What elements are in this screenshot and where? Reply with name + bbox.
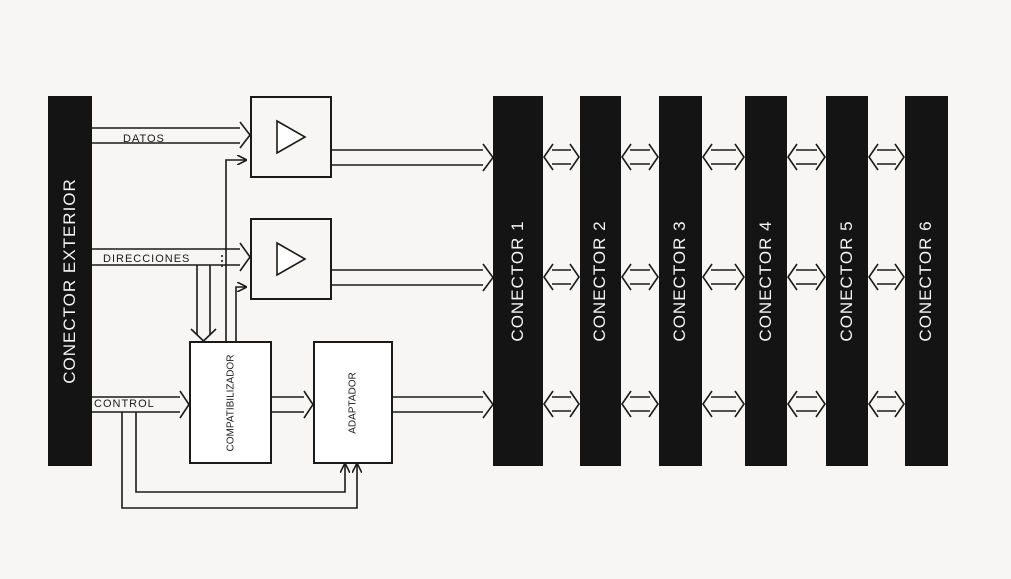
bus-link-4-5-row-3 [787, 390, 826, 418]
bus-link-5-6-row-3 [868, 390, 905, 418]
connector-3-label: CONECTOR 3 [670, 220, 689, 342]
connector-4: CONECTOR 4 [745, 96, 787, 466]
bus-link-2-3-row-3 [621, 390, 659, 418]
data-signal-label: DATOS [123, 133, 165, 145]
data-buffer [250, 96, 332, 178]
adapter-block: ADAPTADOR [313, 341, 393, 464]
bus-link-1-2-row-3 [543, 390, 580, 418]
control-signal-label: CONTROL [94, 398, 155, 410]
bus-link-2-3-row-1 [621, 143, 659, 171]
bus-link-3-4-row-2 [702, 263, 745, 291]
bus-link-5-6-row-2 [868, 263, 905, 291]
control-feedback-lines [121, 412, 357, 509]
address-tap-lines [190, 255, 223, 343]
compatibilizer-block: COMPATIBILIZADOR [189, 341, 272, 464]
connector-2-label: CONECTOR 2 [590, 220, 609, 342]
adapter-control-out [393, 390, 494, 419]
bus-link-2-3-row-2 [621, 263, 659, 291]
data-buffer-icon [276, 119, 307, 155]
bus-link-4-5-row-2 [787, 263, 826, 291]
connector-1-label: CONECTOR 1 [508, 220, 527, 342]
connector-5-label: CONECTOR 5 [837, 220, 856, 342]
adapter-label: ADAPTADOR [347, 372, 359, 434]
connector-4-label: CONECTOR 4 [756, 220, 775, 342]
external-connector-label: CONECTOR EXTERIOR [60, 178, 79, 384]
compat-to-adapter-arrow [272, 390, 314, 419]
buffer-address-out [332, 263, 494, 292]
enable-lines [225, 160, 246, 341]
connector-6: CONECTOR 6 [905, 96, 948, 466]
bus-link-4-5-row-1 [787, 143, 826, 171]
connector-1: CONECTOR 1 [493, 96, 543, 466]
connector-2: CONECTOR 2 [580, 96, 621, 466]
address-buffer [250, 218, 332, 300]
bus-link-1-2-row-1 [543, 143, 580, 171]
address-signal-label: DIRECCIONES [103, 253, 191, 265]
connector-5: CONECTOR 5 [826, 96, 868, 466]
external-connector: CONECTOR EXTERIOR [48, 96, 92, 466]
bus-link-3-4-row-3 [702, 390, 745, 418]
data-bus-arrow [92, 121, 252, 149]
buffer-data-out [332, 143, 494, 172]
bus-link-1-2-row-2 [543, 263, 580, 291]
address-buffer-icon [276, 241, 307, 277]
connector-6-label: CONECTOR 6 [916, 220, 935, 342]
bus-link-3-4-row-1 [702, 143, 745, 171]
bus-link-5-6-row-1 [868, 143, 905, 171]
compatibilizer-label: COMPATIBILIZADOR [225, 354, 237, 452]
connector-3: CONECTOR 3 [659, 96, 702, 466]
